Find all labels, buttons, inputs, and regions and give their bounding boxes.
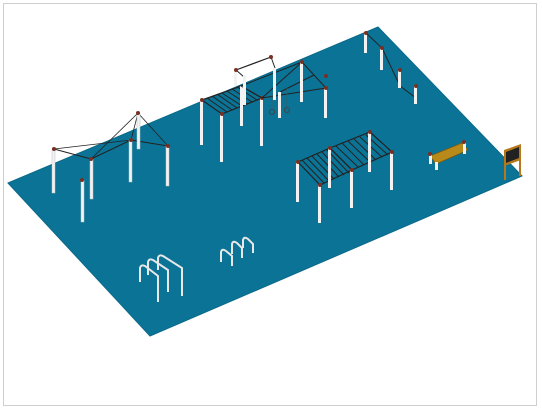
post-cap (300, 60, 304, 64)
post-cap (324, 74, 328, 78)
ring-icon[interactable] (269, 109, 275, 115)
post (234, 70, 237, 86)
high-pull-up-bar[interactable] (234, 55, 276, 105)
post (240, 86, 243, 126)
parallel-rails[interactable] (364, 31, 418, 104)
rope-rig-station[interactable] (51, 111, 170, 223)
post-cap (220, 112, 224, 116)
post (51, 148, 56, 194)
post-cap (166, 144, 170, 148)
bench-icon (429, 142, 469, 165)
post-cap (136, 111, 140, 115)
bench[interactable] (428, 140, 469, 170)
post-cap (428, 152, 432, 156)
post-cap (89, 157, 93, 161)
post (364, 33, 367, 53)
post-cap (200, 98, 204, 102)
post-cap (414, 84, 418, 88)
post (300, 62, 303, 102)
post-cap (52, 147, 56, 151)
post-cap (296, 160, 300, 164)
parallel-bars-set-2[interactable] (220, 236, 254, 266)
ring-icon[interactable] (284, 107, 290, 113)
post (89, 158, 94, 200)
post (128, 139, 133, 183)
pull-up-bar-icon (279, 74, 315, 93)
post (318, 185, 321, 223)
post (398, 70, 401, 88)
rope (137, 112, 169, 147)
post (273, 68, 276, 100)
post (390, 152, 393, 190)
parallel-bars-icon (220, 236, 254, 266)
post (380, 48, 383, 70)
post (220, 114, 223, 162)
rope (90, 139, 132, 160)
post (200, 100, 203, 145)
parallel-bars-set-1[interactable] (139, 254, 183, 302)
post (324, 88, 327, 118)
post-cap (318, 183, 322, 187)
post-cap (234, 68, 238, 72)
post-cap (129, 138, 133, 142)
post (260, 98, 263, 146)
post-cap (269, 55, 273, 59)
post (368, 132, 371, 172)
post-cap (398, 68, 402, 72)
post-cap (80, 178, 84, 182)
lower-monkey-bars-rig[interactable] (296, 130, 394, 223)
rope (53, 139, 132, 150)
parallel-bars-icon (139, 254, 183, 302)
post-cap (380, 46, 384, 50)
post (136, 112, 141, 150)
post-cap (368, 130, 372, 134)
post-cap (390, 150, 394, 154)
ground-platform[interactable] (7, 26, 523, 337)
post (350, 170, 353, 208)
post-cap (324, 86, 328, 90)
pull-up-bar-icon (261, 61, 303, 99)
post (296, 162, 299, 202)
post (328, 148, 331, 188)
post-cap (328, 146, 332, 150)
monkey-bars-rig[interactable] (200, 60, 328, 162)
post (80, 179, 85, 223)
rope (90, 112, 139, 160)
post-cap (462, 140, 466, 144)
post (243, 75, 246, 105)
pull-up-bar-icon (235, 56, 272, 71)
post-cap (364, 31, 368, 35)
post-cap (350, 168, 354, 172)
post (414, 86, 417, 104)
rope (53, 148, 92, 160)
post (278, 92, 281, 118)
info-sign[interactable] (504, 144, 521, 180)
post (165, 145, 170, 187)
